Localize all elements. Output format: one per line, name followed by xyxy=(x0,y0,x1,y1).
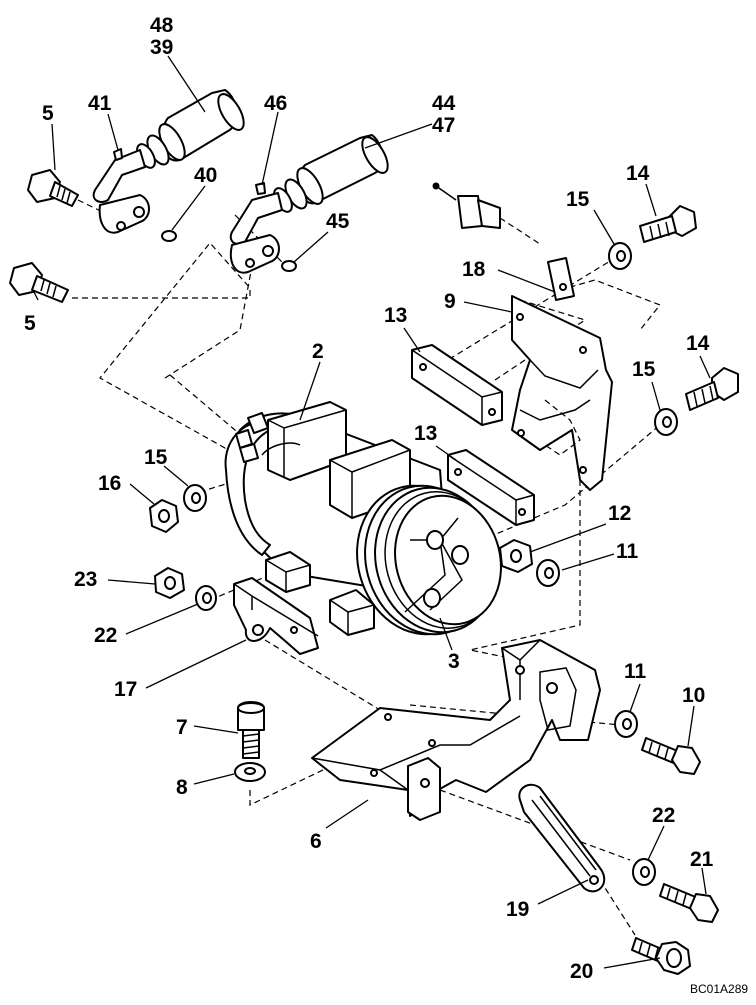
nut-23 xyxy=(154,567,185,599)
callout-15-left: 15 xyxy=(144,446,168,469)
bolt-20 xyxy=(631,937,691,975)
bolt-5-lower xyxy=(9,262,69,303)
o-ring-40 xyxy=(161,230,177,242)
callout-5-lower: 5 xyxy=(24,312,36,335)
callout-labels: 48 39 41 5 46 44 47 40 45 15 14 5 18 9 1… xyxy=(24,14,714,983)
callout-3: 3 xyxy=(448,650,460,673)
callout-9: 9 xyxy=(444,290,456,313)
callout-23: 23 xyxy=(74,568,97,591)
callout-12: 12 xyxy=(608,502,631,525)
callout-10: 10 xyxy=(682,684,705,707)
drawing-code: BC01A289 xyxy=(690,982,748,996)
bolt-14-upper xyxy=(639,205,697,243)
callout-40: 40 xyxy=(194,164,217,187)
nut-12 xyxy=(499,539,533,573)
callout-16: 16 xyxy=(98,472,121,495)
washer-22-right xyxy=(632,858,656,886)
callout-15-upper: 15 xyxy=(566,188,590,211)
washer-22-left xyxy=(195,585,217,611)
bolt-21 xyxy=(659,883,719,923)
callout-14-lower: 14 xyxy=(686,332,710,355)
discharge-hose-fitting xyxy=(229,134,389,274)
callout-13-upper: 13 xyxy=(384,304,407,327)
suction-hose-fitting xyxy=(92,89,245,234)
washer-15-upper xyxy=(608,242,632,270)
bolt-5-upper xyxy=(27,169,79,207)
callout-20: 20 xyxy=(570,960,593,983)
washer-15-right xyxy=(654,408,678,436)
callout-21: 21 xyxy=(690,848,714,871)
callout-48: 48 xyxy=(150,14,174,37)
bolt-7 xyxy=(237,701,265,759)
callout-11-upper: 11 xyxy=(616,540,639,563)
leader-lines xyxy=(33,55,711,969)
callout-45: 45 xyxy=(326,210,350,233)
callout-15-right: 15 xyxy=(632,358,656,381)
callout-39: 39 xyxy=(150,36,173,59)
bolt-14-lower xyxy=(685,367,739,411)
washer-11-lower xyxy=(614,710,638,738)
callout-2: 2 xyxy=(312,340,324,363)
callout-46: 46 xyxy=(264,92,287,115)
callout-22-left: 22 xyxy=(94,624,117,647)
callout-17: 17 xyxy=(114,678,137,701)
o-ring-45 xyxy=(281,260,297,272)
washer-15-left xyxy=(183,484,207,512)
callout-11-lower: 11 xyxy=(624,660,647,683)
callout-44: 44 xyxy=(432,92,456,115)
upper-bracket-9 xyxy=(511,295,613,491)
bolt-10 xyxy=(641,737,701,775)
washer-8 xyxy=(234,762,266,782)
callout-19: 19 xyxy=(506,898,529,921)
callout-8: 8 xyxy=(176,776,188,799)
callout-5-upper: 5 xyxy=(42,102,54,125)
nut-16 xyxy=(149,499,179,533)
callout-18: 18 xyxy=(462,258,486,281)
callout-14-upper: 14 xyxy=(626,162,650,185)
callout-6: 6 xyxy=(310,830,322,853)
clutch-pulley-3 xyxy=(356,484,502,636)
callout-13-lower: 13 xyxy=(414,422,437,445)
callout-7: 7 xyxy=(176,716,188,739)
callout-22-right: 22 xyxy=(652,804,675,827)
pressure-switch xyxy=(432,182,575,301)
callout-41: 41 xyxy=(88,92,112,115)
washer-11-upper xyxy=(536,559,560,587)
bracket-17 xyxy=(233,577,319,655)
callout-47: 47 xyxy=(432,114,455,137)
